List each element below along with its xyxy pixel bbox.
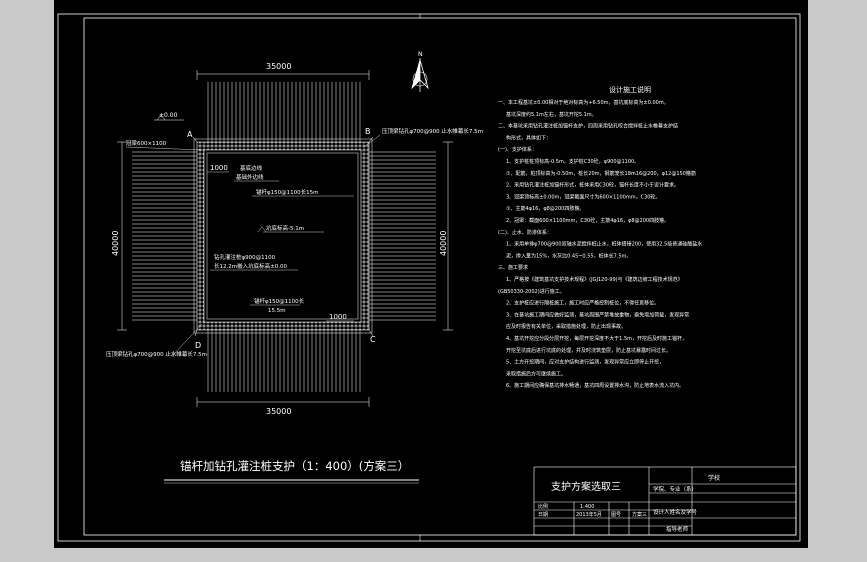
notes-line: 应及时报告有关单位，采取措施处理，防止出现事故。 <box>506 323 626 330</box>
tb-school: 学校 <box>708 474 720 482</box>
corner-b-leader <box>368 136 374 143</box>
anchor-top-label: 压顶梁钻孔φ700@900 止水帷幕长7.5m <box>382 127 483 135</box>
pit-bottom-label: 坑底标高-5.1m <box>266 224 304 232</box>
drawing-title: 锚杆加钻孔灌注桩支护（1：400）(方案三） <box>180 459 409 473</box>
tb-scale: 1:400 <box>580 504 594 510</box>
corner-a-leader <box>192 136 198 143</box>
notes-line: ①、主筋4φ16，φ8@200四肢箍。 <box>506 205 584 212</box>
notes-line: 三、施工要求 <box>498 264 528 271</box>
tb-sheet-label: 图号 <box>611 512 621 518</box>
notes-line: 2、采用钻孔灌注桩加锚杆形式，桩体采用C30砼，锚杆长度不小于设计要求。 <box>506 182 679 189</box>
corner-a: A <box>187 130 193 139</box>
anchor-lines-bottom <box>207 330 361 392</box>
notes-line: (一)、支护体系： <box>498 146 537 153</box>
notes-line: 6、施工期间应确保基坑排水畅通，基坑四周设置排水沟，防止地表水流入坑内。 <box>506 382 684 389</box>
notes-line: 泥，掺入量为15%，水灰比0.45~0.55，桩体长7.5m。 <box>506 252 631 259</box>
notes-line: 1、支护桩桩顶标高-0.5m，支护桩C30砼，φ900@1100。 <box>506 158 639 165</box>
tb-project: 支护方案选取三 <box>551 480 621 493</box>
north-arrow-icon <box>411 58 429 92</box>
notes-heading: 设计施工说明 <box>609 85 651 94</box>
notes-line: ①、配筋，桩顶标高为-0.50m，桩长20m，钢筋笼长18m16@200，φ12… <box>506 170 696 177</box>
elevation-label: ±0.00 <box>159 112 178 119</box>
pile1-label: 钻孔灌注桩φ900@1100 <box>214 253 276 261</box>
outer-frame <box>57 13 801 542</box>
pile2-label: 长12.2m嵌入坑底标高±0.00 <box>214 262 287 270</box>
notes-line: 构形式，具体如下： <box>506 134 551 141</box>
notes-line: 二、本基坑采用钻孔灌注桩加锚杆支护，四周采用钻孔咬合搅拌桩止水帷幕支护结 <box>498 123 678 130</box>
anchor-lines-left <box>132 151 197 321</box>
crown-beam-label: 冠梁600×1100 <box>126 139 167 147</box>
anchor-top-leader <box>363 134 381 148</box>
tb-date: 2013年5月 <box>576 511 602 518</box>
notes-line: 1、采用单排φ700@900双轴水泥搅拌桩止水，桩体搭接200，使用32.5级普… <box>506 241 702 248</box>
anchor-lines-top <box>207 82 361 142</box>
corner-dim-tl: 1000 <box>210 164 228 172</box>
notes-line: 开挖至坑底后进行坑底的处理，并及时浇筑垫层，防止基坑暴露时间过长。 <box>506 347 671 354</box>
title-block <box>533 466 797 536</box>
notes-line: 基坑深度约5.1m左右，基坑开挖5.1m。 <box>506 111 597 118</box>
north-label: N <box>418 51 423 58</box>
tb-designer: 设计人姓名及学号 <box>653 508 698 516</box>
corner-d-leader <box>194 329 198 337</box>
anchor2b-label: 15.5m <box>268 308 286 314</box>
notes-line: 3、在基坑施工期间应做好监测，基坑周围严禁堆放重物，避免增加荷载，发现异常 <box>506 311 689 318</box>
anchor-lines-right <box>369 151 436 321</box>
anchor-bottom-leader <box>171 323 203 357</box>
notes-line: 一、本工程基坑±0.00相对于绝对标高为+6.50m，基坑底标高为±0.00m， <box>498 99 669 106</box>
crown-beam-leader <box>125 146 203 151</box>
corner-b: B <box>365 127 371 136</box>
notes-line: 2、支护桩应进行隔桩施工，施工时应严格控制桩位，不得任意移位。 <box>506 300 659 307</box>
notes-line: 2、冠梁：截面600×1100mm，C30砼，主筋4φ16，φ8@200四肢箍。 <box>506 217 669 224</box>
dim-top: 35000 <box>266 62 291 71</box>
edge2-label: 基础外边线 <box>236 173 264 181</box>
crown-beam-line <box>193 138 373 334</box>
notes-line: (二)、止水、防渗体系： <box>498 229 552 236</box>
inner-frame <box>83 17 797 536</box>
dim-bottom: 35000 <box>266 407 291 416</box>
notes-line: 采取措施后方可继续施工。 <box>506 370 566 377</box>
corner-d: D <box>195 341 201 350</box>
tb-date-label: 日期 <box>538 512 548 518</box>
anchor1-label: 锚杆φ150@1100长15m <box>256 188 318 196</box>
anchor2-label: 锚杆φ150@1100长 <box>254 297 305 305</box>
corner-dim-br: 1000 <box>329 313 347 321</box>
tb-extra: 方案三 <box>632 511 647 518</box>
notes-line: 1、严格按《建筑基坑支护技术规程》(JGJ120-99)与《建筑边坡工程技术规范… <box>506 276 683 283</box>
pit-bottom-line <box>206 152 359 320</box>
design-notes: 设计施工说明 一、本工程基坑±0.00相对于绝对标高为+6.50m，基坑底标高为… <box>498 85 702 389</box>
tb-major: 学院、专业（系） <box>653 485 697 493</box>
elevation-mark-icon <box>154 114 184 121</box>
tb-scale-label: 比例 <box>538 503 548 510</box>
notes-line: (GB50330-2002)进行施工。 <box>498 288 565 295</box>
pit-mark-icon <box>257 226 267 233</box>
notes-line: 4、基坑开挖应分段分层开挖，每层开挖深度不大于1.5m，开挖后及时施工锚杆， <box>506 335 687 342</box>
tb-advisor: 指导老师 <box>666 525 689 533</box>
dim-right: 40000 <box>439 231 448 256</box>
edge1-label: 基底边线 <box>240 164 263 172</box>
anchor-bottom-label: 压顶梁钻孔φ700@900 止水帷幕长7.5m <box>106 350 207 358</box>
dim-left: 40000 <box>111 231 120 256</box>
notes-line: 5、土方开挖期间，应对支护结构进行监测，发现异常应立即停止开挖， <box>506 359 664 366</box>
cad-viewport[interactable]: A B C D 1000 1000 35000 35000 40000 4000… <box>54 0 808 548</box>
corner-c-leader <box>368 329 374 337</box>
notes-line: 3、冠梁顶标高±0.00m，冠梁截面尺寸为600×1100mm，C30砼。 <box>506 193 660 200</box>
corner-c: C <box>370 335 376 344</box>
